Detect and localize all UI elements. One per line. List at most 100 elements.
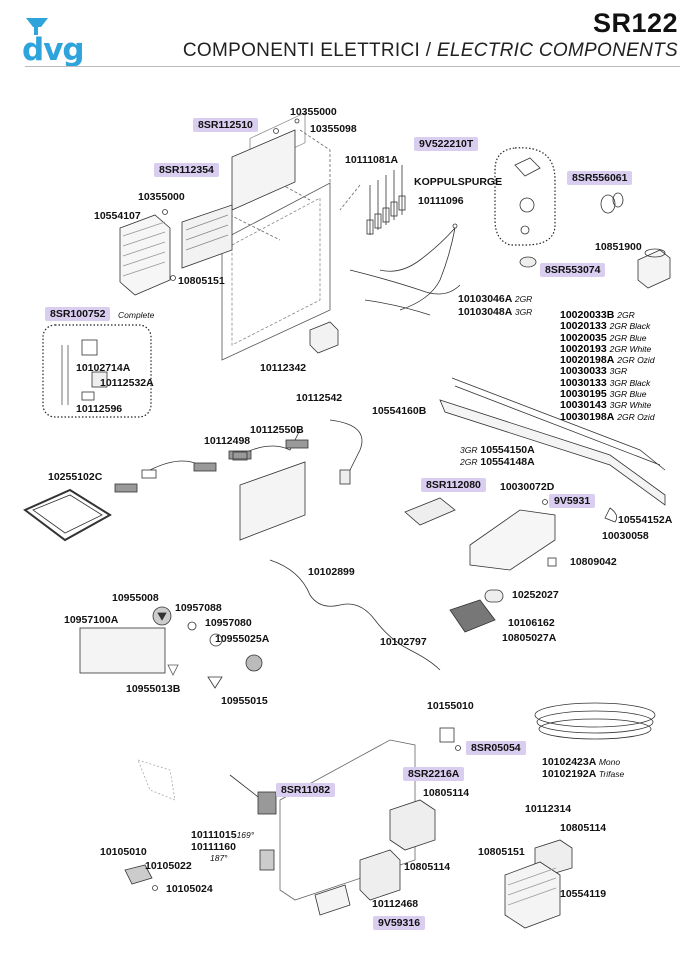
part-label: 10805114 xyxy=(423,787,470,799)
highlighted-part-label: 8SR112354 xyxy=(154,163,219,177)
variant-row: 10030033 3GR xyxy=(560,365,628,378)
part-label: 10554107 xyxy=(94,210,141,222)
highlighted-part-label: 8SR11082 xyxy=(276,783,336,797)
highlighted-part-label: 8SR100752 xyxy=(45,307,111,321)
model-code: SR122 xyxy=(592,8,678,38)
part-label: 3GR 10554150A xyxy=(460,444,535,456)
part-label: 10111096 xyxy=(418,195,464,207)
nut xyxy=(547,557,557,567)
logo-wordmark: dvg xyxy=(22,32,85,68)
bottom-plate xyxy=(314,884,351,916)
part-label: 10957088 xyxy=(175,602,222,614)
highlighted-part-label: 8SR112510 xyxy=(193,118,258,132)
part-label: 10112542 xyxy=(296,392,343,404)
power-cable-harness xyxy=(269,559,441,671)
control-board-top xyxy=(231,118,300,211)
part-label: 10805151 xyxy=(478,846,525,858)
part-label: 2GR 10554148A xyxy=(460,456,535,468)
highlighted-part-label: 9V59316 xyxy=(373,916,426,930)
part-label: 10112550B xyxy=(250,424,304,436)
part-label: 10112498 xyxy=(204,435,251,447)
thermostat xyxy=(259,849,275,871)
part-label: 10805114 xyxy=(404,861,451,873)
part-label: 10805114 xyxy=(560,822,607,834)
part-label: KOPPULSPURGE xyxy=(414,176,503,188)
part-label: 10955025A xyxy=(215,633,270,645)
part-label: 10957080 xyxy=(205,617,252,629)
part-label: 10102899 xyxy=(308,566,355,578)
heating-rail xyxy=(439,377,666,506)
part-label: 10355000 xyxy=(138,191,185,203)
control-cable xyxy=(329,419,363,485)
part-label: 10355098 xyxy=(310,123,357,135)
bracket xyxy=(439,727,455,743)
cover-plate xyxy=(469,509,556,571)
part-label: 10112314 xyxy=(525,803,572,815)
part-label: 10030072D xyxy=(500,481,555,493)
part-label: 10252027 xyxy=(512,589,559,601)
part-label: 10957100A xyxy=(64,614,119,626)
part-label: 10106162 xyxy=(508,617,555,629)
part-label: 10111160 xyxy=(191,841,236,853)
part-label: 10955015 xyxy=(221,695,268,707)
variant-row: 10030198A 2GR Ozid xyxy=(560,410,655,423)
variant-row: 10020033B 2GR xyxy=(560,309,635,321)
part-label: 10105010 xyxy=(100,846,147,858)
highlighted-part-label: 9V5931 xyxy=(549,494,596,508)
part-label: 10105024 xyxy=(166,883,213,895)
flat-cables xyxy=(114,429,309,493)
connector-pins xyxy=(366,165,406,235)
complete-note: Complete xyxy=(118,310,155,320)
variant-row: 10030195 3GR Blue xyxy=(560,388,647,401)
purge-valve-group xyxy=(494,147,556,246)
part-label: 10554119 xyxy=(560,888,607,900)
part-label: 10102192A Trifase xyxy=(542,768,625,780)
part-label: 10103048A 3GR xyxy=(458,306,533,318)
variant-row: 10020193 2GR White xyxy=(560,342,652,355)
screw-icon xyxy=(162,209,168,215)
complete-set-box xyxy=(42,324,152,418)
screw-icon xyxy=(170,275,176,281)
variant-row: 10020133 2GR Black xyxy=(560,320,651,333)
part-label: 10102714A xyxy=(76,362,131,374)
part-label: 10103046A 2GR xyxy=(458,293,533,305)
relay-block xyxy=(309,321,339,354)
highlighted-part-label: 8SR553074 xyxy=(540,263,606,277)
coiled-power-cable xyxy=(534,702,656,740)
angle-note: 187° xyxy=(210,853,228,863)
part-label: 10112342 xyxy=(260,362,307,374)
part-label: 10111081A xyxy=(345,154,399,166)
part-label: 10030058 xyxy=(602,530,649,542)
variant-list: 10020033B 2GR 10020133 2GR Black 1002003… xyxy=(560,309,655,423)
part-label: 10255102C xyxy=(48,471,103,483)
pressure-switch xyxy=(257,791,277,815)
part-label: 10851900 xyxy=(595,241,642,253)
pressure-fitting xyxy=(637,248,671,289)
control-board-lower xyxy=(239,461,306,541)
variant-row: 10030143 3GR White xyxy=(560,399,652,412)
highlighted-part-label: 8SR05054 xyxy=(466,741,526,755)
part-label: 10955013B xyxy=(126,683,181,695)
part-label: 10554152A xyxy=(618,514,673,526)
part-label: 10105022 xyxy=(145,860,192,872)
wiring-harness xyxy=(349,223,461,316)
highlighted-part-label: 8SR112080 xyxy=(421,478,486,492)
part-label: 10554160B xyxy=(372,405,427,417)
contactor-blocks xyxy=(359,799,436,901)
variant-row: 10030133 3GR Black xyxy=(560,376,651,389)
clip xyxy=(604,507,618,523)
screw-icon xyxy=(152,885,158,891)
capacitor xyxy=(484,589,504,603)
part-label: 10102797 xyxy=(380,636,427,648)
title-italian: COMPONENTI ELETTRICI xyxy=(182,40,421,61)
part-label: 10111015169° xyxy=(191,829,255,841)
page-title: COMPONENTI ELETTRICI / ELECTRIC COMPONEN… xyxy=(183,40,678,62)
part-label: 10112468 xyxy=(372,898,419,910)
logo-mark-icon xyxy=(26,18,48,35)
header-rule xyxy=(25,66,680,67)
lower-chassis xyxy=(137,739,416,901)
complete-set-parts xyxy=(61,339,108,405)
terminal-block xyxy=(449,599,496,633)
